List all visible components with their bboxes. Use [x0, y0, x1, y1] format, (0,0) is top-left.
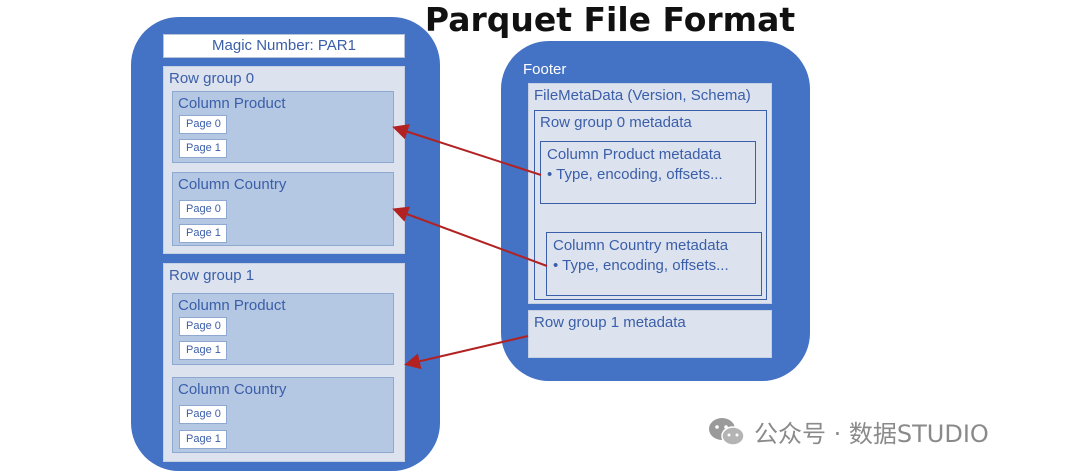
rg1-metadata-box: Row group 1 metadata: [528, 310, 772, 358]
column-country-metadata-label: Column Country metadata: [553, 237, 729, 254]
arrow-product-to-rg0: [392, 124, 542, 176]
rg0-column-product-label: Column Product: [178, 95, 286, 112]
watermark: 公众号 · 数据STUDIO: [708, 414, 989, 449]
footer-label: Footer: [523, 61, 567, 78]
column-product-metadata: Column Product metadata • Type, encoding…: [540, 141, 756, 204]
column-country-metadata-detail: • Type, encoding, offsets...: [553, 257, 729, 274]
wechat-icon: [709, 417, 745, 446]
rg0-product-page-1: Page 1: [179, 139, 227, 158]
column-country-metadata: Column Country metadata • Type, encoding…: [546, 232, 762, 296]
rg1-country-page-1: Page 1: [179, 430, 227, 449]
rg0-column-country-label: Column Country: [178, 176, 287, 193]
column-product-metadata-label: Column Product metadata: [547, 146, 722, 163]
rg1-column-country-label: Column Country: [178, 381, 287, 398]
watermark-text: 公众号 · 数据STUDIO: [754, 420, 989, 448]
rg1-column-product-label: Column Product: [178, 297, 286, 314]
rg0-product-page-0: Page 0: [179, 115, 227, 134]
diagram-title: Parquet File Format: [424, 0, 796, 39]
rg1-country-page-0: Page 0: [179, 405, 227, 424]
file-metadata-label: FileMetaData (Version, Schema): [534, 87, 751, 104]
rg1-product-page-0: Page 0: [179, 317, 227, 336]
rg0-metadata-label: Row group 0 metadata: [540, 114, 692, 131]
magic-number-label: Magic Number: PAR1: [212, 37, 356, 54]
row-group-0-label: Row group 0: [169, 70, 255, 87]
rg1-metadata-label: Row group 1 metadata: [534, 314, 686, 331]
arrow-country-to-rg0: [392, 206, 548, 267]
row-group-1-label: Row group 1: [169, 267, 255, 284]
rg0-country-page-0: Page 0: [179, 200, 227, 219]
column-product-metadata-detail: • Type, encoding, offsets...: [547, 166, 723, 183]
magic-number-box: Magic Number: PAR1: [163, 34, 405, 58]
rg1-product-page-1: Page 1: [179, 341, 227, 360]
arrow-rg1-meta-to-rg1: [404, 335, 529, 370]
rg0-country-page-1: Page 1: [179, 224, 227, 243]
